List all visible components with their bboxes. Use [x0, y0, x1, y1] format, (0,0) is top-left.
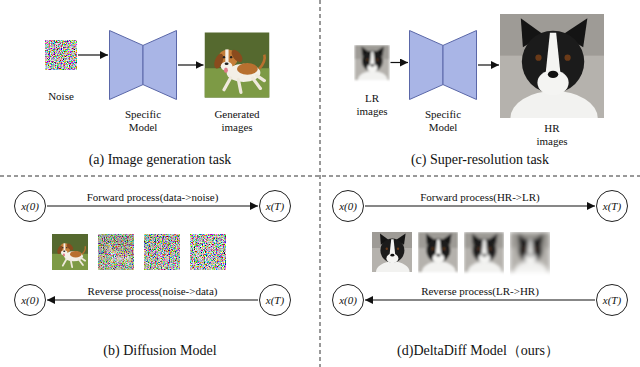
node-figure: x(T): [259, 284, 291, 316]
node-figure: x(0): [14, 284, 46, 316]
collie-image: [372, 232, 412, 282]
panel-caption: (d)DeltaDiff Model（ours）: [397, 343, 559, 359]
arrow-connector: [478, 64, 499, 65]
node-label: LR images: [356, 92, 387, 118]
node-figure: [109, 30, 177, 100]
state-circle: x(T): [596, 284, 628, 316]
state-label: x(0): [21, 200, 39, 213]
edge-label: Forward process(HR->LR): [418, 191, 542, 204]
node-figure: x(0): [14, 190, 46, 222]
noise-image: [190, 234, 226, 270]
model-shape: Specific Model: [107, 30, 179, 134]
image-box: Noise: [43, 40, 79, 103]
state-label: x(0): [339, 294, 357, 307]
node-figure: [409, 30, 477, 100]
node-figure: x(T): [259, 190, 291, 222]
arrow-connector: [391, 62, 409, 63]
panel-caption: (c) Super-resolution task: [411, 152, 549, 168]
image-box: Generated images: [203, 30, 272, 134]
node-label: Noise: [48, 90, 74, 103]
state-label: x(T): [266, 294, 284, 307]
circle-outline: [597, 191, 628, 222]
state-label: x(0): [21, 294, 39, 307]
node-label: Specific Model: [425, 108, 461, 134]
state-circle: x(0): [332, 284, 364, 316]
model-outline: [409, 30, 477, 100]
model-shape: Specific Model: [407, 30, 479, 134]
node-figure: [205, 30, 270, 100]
noise-overlay: [98, 234, 134, 270]
state-label: x(T): [603, 200, 621, 213]
divider-line: [320, 0, 321, 367]
state-label: x(0): [339, 200, 357, 213]
lr-image: [355, 45, 390, 89]
state-circle: x(T): [596, 190, 628, 222]
state-label: x(T): [603, 294, 621, 307]
state-circle: x(0): [332, 190, 364, 222]
node-label: HR images: [536, 122, 567, 148]
state-circle: x(0): [14, 190, 46, 222]
node-label: Specific Model: [125, 108, 161, 134]
circle-outline: [260, 191, 291, 222]
node-figure: [500, 14, 604, 118]
node-figure: [45, 40, 77, 70]
node-figure: x(0): [332, 190, 364, 222]
circle-outline: [333, 285, 364, 316]
edge-label: Reverse process(LR->HR): [419, 285, 541, 298]
blurred-image: [510, 232, 550, 282]
image-box: HR images: [498, 14, 606, 148]
decoder-shape: [443, 31, 477, 100]
decoder-shape: [143, 31, 177, 100]
circle-outline: [15, 191, 46, 222]
node-figure: x(T): [596, 284, 628, 316]
state-circle: x(0): [14, 284, 46, 316]
state-circle: x(T): [259, 284, 291, 316]
dog-image: [205, 33, 270, 98]
noisy-image: [98, 234, 134, 270]
blurred-image: [464, 232, 504, 282]
image-box: LR images: [353, 45, 392, 118]
node-figure: x(0): [332, 284, 364, 316]
circle-outline: [15, 285, 46, 316]
edge-label: Reverse process(noise->data): [86, 285, 220, 298]
encoder-shape: [110, 31, 144, 100]
circle-outline: [260, 285, 291, 316]
arrow-connector: [47, 205, 258, 206]
edge-label: Forward process(data->noise): [85, 191, 221, 204]
state-label: x(T): [266, 200, 284, 213]
blurred-image: [418, 232, 458, 282]
panel-caption: (a) Image generation task: [89, 152, 232, 168]
noise-image: [45, 40, 77, 70]
encoder-shape: [410, 31, 444, 100]
node-figure: [355, 45, 390, 80]
arrow-connector: [365, 299, 595, 300]
noisy-image: [144, 234, 180, 270]
panel-caption: (b) Diffusion Model: [103, 343, 216, 359]
arrow-connector: [365, 205, 595, 206]
dog-image: [52, 234, 88, 270]
circle-outline: [333, 191, 364, 222]
node-label: Generated images: [214, 108, 259, 134]
model-outline: [109, 30, 177, 100]
arrow-connector: [178, 64, 204, 65]
arrow-connector: [47, 299, 258, 300]
noise-overlay: [144, 234, 180, 270]
arrow-connector: [78, 54, 108, 55]
node-figure: x(T): [596, 190, 628, 222]
state-circle: x(T): [259, 190, 291, 222]
circle-outline: [597, 285, 628, 316]
